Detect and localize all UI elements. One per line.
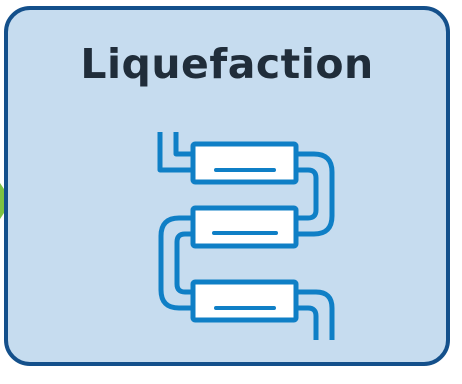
- left-loop-inner: [174, 231, 193, 295]
- right-loop-inner: [296, 167, 319, 221]
- exchanger-tank-1: [190, 141, 299, 185]
- inlet-pipe-inner: [173, 132, 193, 157]
- right-loop-outer: [296, 151, 335, 237]
- outlet-pipe-outer: [296, 289, 335, 340]
- exchanger-tank-2: [190, 205, 299, 249]
- inlet-pipe: [157, 132, 193, 173]
- left-loop-outer: [158, 215, 193, 311]
- exchanger-tank-3: [190, 279, 299, 323]
- outlet-pipe-inner: [296, 305, 319, 340]
- card-title: Liquefaction: [80, 40, 374, 88]
